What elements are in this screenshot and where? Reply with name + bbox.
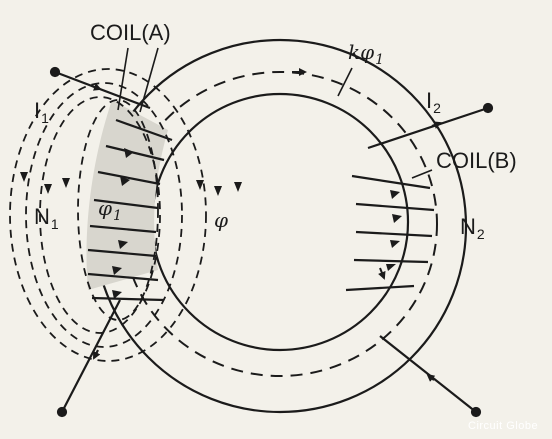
current-i2-label: I2 — [426, 88, 441, 116]
mutual-flux-symbol: kφ — [348, 40, 375, 64]
mutual-flux-label: kφ1 — [348, 42, 384, 67]
watermark: Circuit Globe — [468, 420, 539, 432]
mutual-flux-subscript: 1 — [375, 52, 385, 68]
core-inner-edge — [150, 92, 410, 352]
leakage-flux-loops — [9, 68, 207, 362]
mutual-flux-path — [122, 71, 438, 377]
current-i2-subscript: 2 — [433, 100, 441, 116]
leakage-flux-phi1-label: φ1 — [98, 198, 122, 223]
turns-n1-subscript: 1 — [50, 216, 59, 232]
phi1-subscript: 1 — [113, 208, 122, 224]
turns-n2-label: N2 — [460, 214, 485, 242]
turns-n1-label: N1 — [34, 204, 59, 232]
current-i1-label: I1 — [34, 98, 49, 126]
coil-a-lead-out — [61, 299, 121, 413]
turns-n1-symbol: N — [34, 204, 50, 229]
current-i2-symbol: I — [426, 88, 433, 113]
coil-a-lead-in — [54, 70, 151, 110]
turns-n2-symbol: N — [460, 214, 476, 239]
coil-a-winding-band — [86, 100, 168, 290]
flux-phi-label: φ — [214, 208, 229, 232]
coil-b-label: COIL(B) — [436, 148, 517, 173]
coil-a-turns — [87, 118, 173, 302]
current-i1-subscript: 1 — [41, 110, 49, 126]
turns-n2-subscript: 2 — [476, 226, 485, 242]
coil-b-turns — [345, 174, 435, 292]
coil-a-label: COIL(A) — [90, 20, 171, 45]
coil-b-lead-out — [367, 106, 489, 150]
phi1-symbol: φ — [98, 196, 113, 220]
current-i1-symbol: I — [34, 98, 41, 123]
